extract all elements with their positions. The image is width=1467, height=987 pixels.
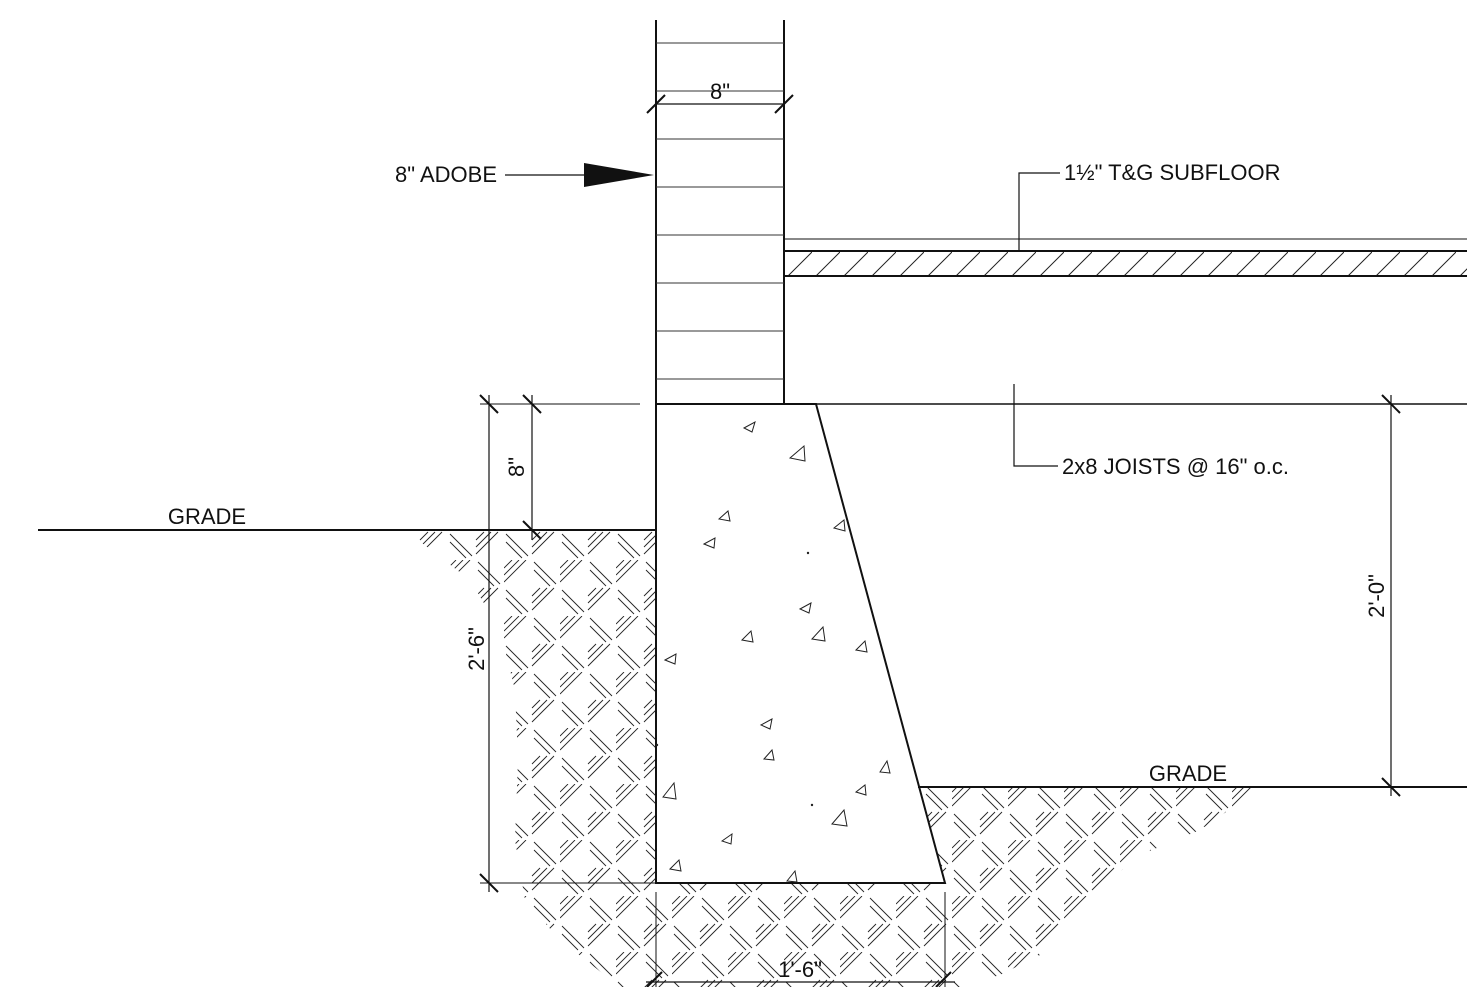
callout-adobe: 8" ADOBE [395,162,654,187]
dimension-footing-width: 1'-6" [646,957,955,987]
dim-footing-depth-text: 2'-6" [464,627,489,671]
concrete-footing [655,403,947,884]
dimension-crawlspace-height: 2'-0" [1364,394,1401,797]
dimension-footing-depth: 2'-6" [464,394,499,893]
callout-joists: 2x8 JOISTS @ 16" o.c. [1013,384,1289,479]
label-grade-left: GRADE [168,504,246,529]
dim-footing-width-text: 1'-6" [778,957,822,982]
label-joists: 2x8 JOISTS @ 16" o.c. [1062,454,1289,479]
dim-stem-above-grade-text: 8" [504,457,529,477]
label-grade-right: GRADE [1149,761,1227,786]
callout-subfloor: 1½" T&G SUBFLOOR [1018,160,1280,251]
label-subfloor: 1½" T&G SUBFLOOR [1064,160,1280,185]
dimension-wall-width: 8" [646,79,794,114]
label-adobe: 8" ADOBE [395,162,497,187]
dim-crawlspace-height-text: 2'-0" [1364,574,1389,618]
adobe-wall [655,20,785,404]
soil-hatch [405,530,1262,987]
arrowhead-icon [584,163,654,187]
subfloor [784,238,1467,277]
dim-wall-width-text: 8" [710,79,730,104]
dimension-stem-above-grade: 8" [504,394,542,540]
